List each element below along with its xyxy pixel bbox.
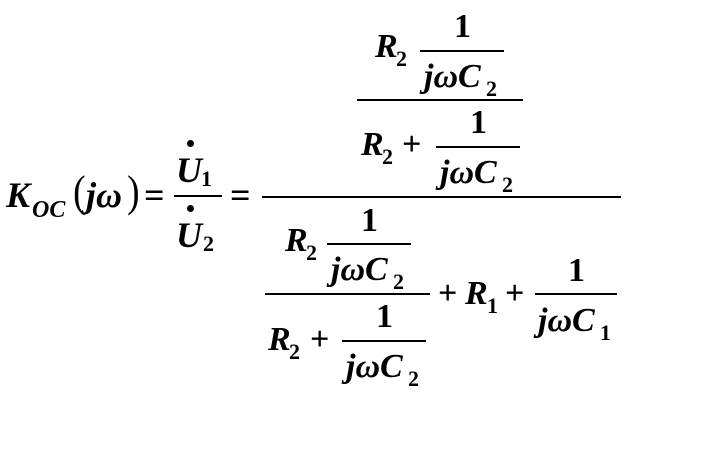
den-jwc1: jωC — [538, 302, 595, 339]
u2-subscript: 2 — [203, 231, 214, 256]
den-c1-one: 1 — [568, 252, 585, 289]
den-den-jwc: jωC — [346, 348, 403, 385]
num-den-r2-subscript: 2 — [382, 144, 393, 169]
den-inner-fraction-bar — [327, 243, 411, 245]
den-plus-c1: + — [505, 275, 525, 312]
den-mid-fraction-bar — [265, 293, 430, 295]
den-jwc-subscript: 2 — [393, 269, 404, 294]
close-paren: ) — [127, 167, 140, 216]
num-den-inner-fraction-bar — [436, 146, 520, 148]
num-r2-subscript: 2 — [396, 46, 407, 71]
den-plus-r1: + — [438, 275, 458, 312]
num-den-jwc: jωC — [440, 154, 497, 191]
num-r2: R — [375, 28, 398, 65]
den-c1-fraction-bar — [535, 293, 617, 295]
den-jwc: jωC — [331, 251, 388, 288]
den-den-inner-fraction-bar — [342, 340, 426, 342]
num-den-jwc-subscript: 2 — [502, 172, 513, 197]
den-den-jwc-subscript: 2 — [408, 366, 419, 391]
num-jwc-subscript: 2 — [486, 76, 497, 101]
den-den-r2-subscript: 2 — [289, 339, 300, 364]
u2-symbol: U — [176, 215, 202, 255]
main-fraction-bar — [262, 196, 621, 198]
den-r1-subscript: 1 — [487, 293, 498, 318]
num-den-r2: R — [361, 126, 384, 163]
k-subscript: OC — [32, 197, 66, 223]
u1-subscript: 1 — [201, 166, 212, 191]
den-r2-subscript: 2 — [306, 240, 317, 265]
den-r1: R — [465, 275, 488, 312]
num-inner-fraction-bar — [420, 50, 504, 52]
num-den-one: 1 — [470, 104, 487, 141]
u1-dot — [187, 140, 194, 147]
den-jwc1-subscript: 1 — [600, 320, 611, 345]
open-paren: ( — [73, 167, 86, 216]
num-den-plus: + — [402, 126, 422, 163]
num-one: 1 — [454, 8, 471, 45]
num-mid-fraction-bar — [357, 99, 523, 101]
den-den-r2: R — [268, 321, 291, 358]
num-jwc: jωC — [424, 58, 481, 95]
den-den-one: 1 — [376, 298, 393, 335]
u2-dot — [187, 205, 194, 212]
den-one: 1 — [361, 202, 378, 239]
den-den-plus: + — [310, 321, 330, 358]
voltage-fraction-bar — [174, 195, 222, 197]
argument-jw: jω — [86, 175, 123, 215]
den-r2: R — [285, 222, 308, 259]
equals-2: = — [230, 175, 251, 215]
k-symbol: K — [6, 175, 31, 215]
u1-symbol: U — [176, 150, 202, 190]
equals-1: = — [144, 175, 165, 215]
